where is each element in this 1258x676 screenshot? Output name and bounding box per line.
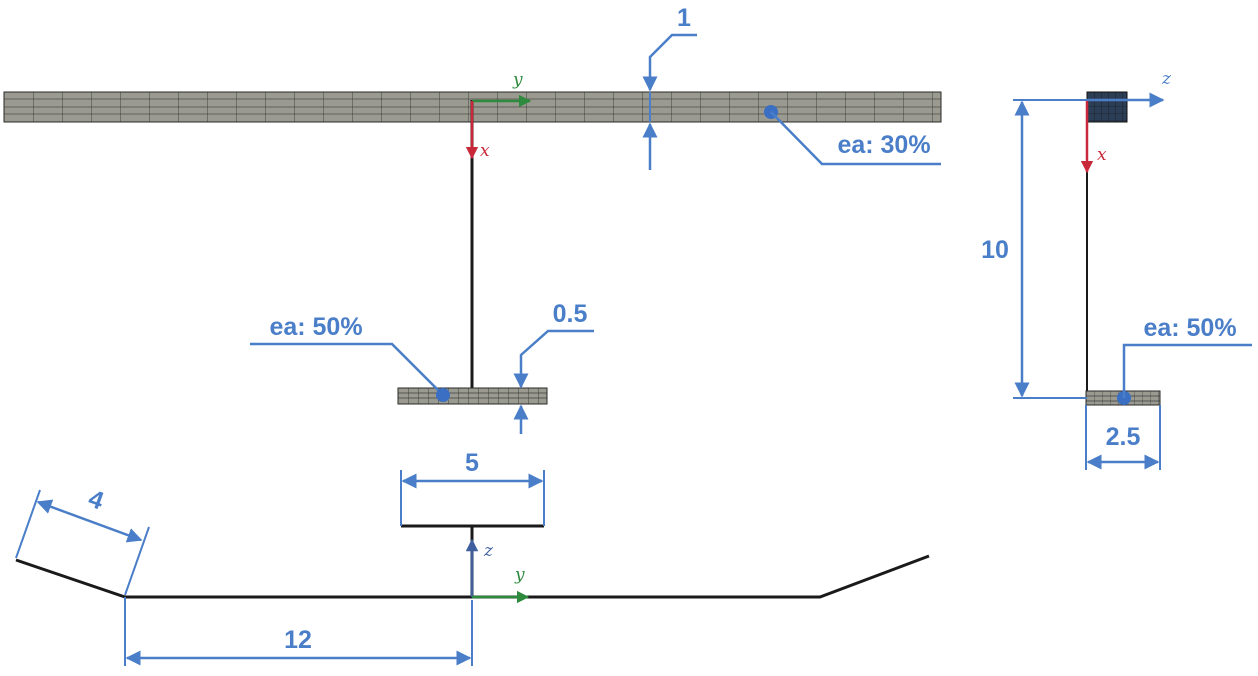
wing-thickness-dimension: 1 <box>642 4 697 170</box>
tail-thickness-dimension: 0.5 <box>513 300 594 434</box>
top-view: y x 1 ea: 30% 0.5 ea: 50% <box>3 4 942 434</box>
inner-span-label: 12 <box>284 626 312 654</box>
side-view: z x 10 ea: 50% 2.5 <box>981 69 1252 470</box>
tail-elastic-axis-callout: ea: 50% <box>250 313 450 402</box>
horizontal-tail-mesh <box>397 387 548 405</box>
z-axis-label: z <box>483 541 494 561</box>
tail-ea-point <box>436 388 450 402</box>
dihedral-length-label: 4 <box>85 484 108 515</box>
x-axis-label-side: x <box>1097 145 1107 165</box>
tail-chord-dimension: 2.5 <box>1085 405 1161 470</box>
tail-span-dimension: 5 <box>400 449 545 526</box>
boom-length-label: 10 <box>981 236 1009 264</box>
inner-span-dimension: 12 <box>124 597 473 666</box>
tail-ea-label: ea: 50% <box>269 313 362 341</box>
wing-elastic-axis-callout: ea: 30% <box>764 105 941 166</box>
y-axis-label: y <box>512 70 523 90</box>
tail-span-label: 5 <box>465 449 479 477</box>
wing-thickness-label: 1 <box>677 4 691 32</box>
tail-thickness-label: 0.5 <box>553 300 588 328</box>
side-tail-elastic-axis-callout: ea: 50% <box>1117 314 1252 405</box>
tail-chord-label: 2.5 <box>1106 423 1141 451</box>
y-axis-label-front: y <box>514 565 525 585</box>
z-axis-label-side: z <box>1161 69 1172 89</box>
side-tail-ea-label: ea: 50% <box>1143 314 1236 342</box>
front-view: z y 5 4 12 <box>15 449 930 666</box>
wing-section-block <box>1086 91 1128 123</box>
boom-length-dimension: 10 <box>981 99 1087 399</box>
dihedral-length-dimension: 4 <box>15 484 150 596</box>
wing-ea-label: ea: 30% <box>837 131 930 159</box>
x-axis-label: x <box>480 141 490 161</box>
